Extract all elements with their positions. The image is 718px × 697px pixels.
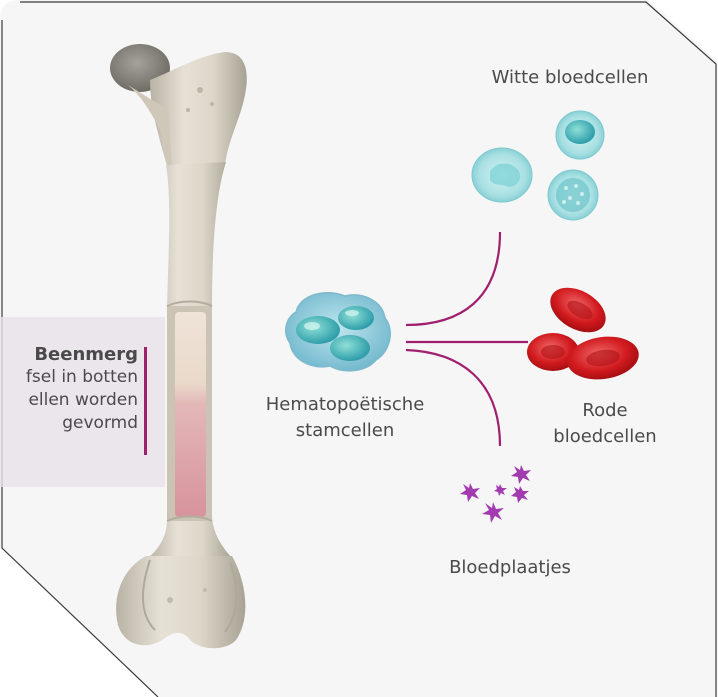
- bone-marrow-callout: Beenmerg fsel in botten ellen worden gev…: [0, 317, 165, 487]
- label-red-blood-cells-line2: bloedcellen: [520, 424, 690, 450]
- bone-marrow-title: Beenmerg: [26, 343, 138, 366]
- bone-marrow-accent-bar: [144, 347, 147, 455]
- stem-cells-illustration: [286, 293, 391, 371]
- label-white-blood-cells: Witte bloedcellen: [455, 66, 685, 90]
- label-stem-cells-line1: Hematopoëtische: [240, 392, 450, 418]
- label-stem-cells-line2: stamcellen: [240, 418, 450, 444]
- bone-marrow-desc-line1: fsel in botten: [26, 366, 138, 389]
- label-red-blood-cells: Rode bloedcellen: [520, 398, 690, 450]
- bone-marrow-desc-line2: ellen worden: [26, 389, 138, 412]
- bone-marrow-desc-line3: gevormd: [26, 412, 138, 435]
- label-platelets: Bloedplaatjes: [420, 556, 600, 580]
- label-stem-cells: Hematopoëtische stamcellen: [240, 392, 450, 444]
- bone-marrow-callout-text: Beenmerg fsel in botten ellen worden gev…: [26, 343, 138, 435]
- label-red-blood-cells-line1: Rode: [520, 398, 690, 424]
